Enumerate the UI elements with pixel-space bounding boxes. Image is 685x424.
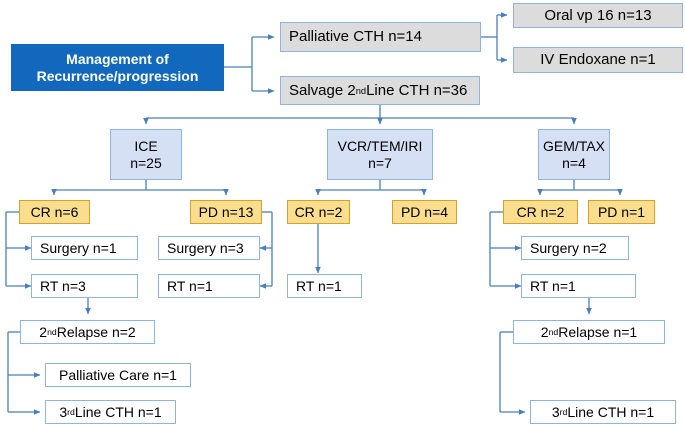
gem-cr-rt-node: RT n=1 <box>521 274 636 298</box>
iv-endoxane-node: IV Endoxane n=1 <box>513 47 683 73</box>
protocol-ice-count: n=25 <box>130 154 162 171</box>
protocol-gem-name: GEM/TAX <box>543 138 605 155</box>
second-relapse-left-prefix: 2 <box>39 323 48 340</box>
second-relapse-right-suffix: Relapse n=1 <box>558 323 638 340</box>
palliative-cth-node: Palliative CTH n=14 <box>280 22 481 52</box>
ice-cr-node: CR n=6 <box>19 200 90 224</box>
root-node-line2: Recurrence/progression <box>36 67 199 84</box>
salvage-label-prefix: Salvage 2 <box>289 81 356 99</box>
second-relapse-left-suffix: Relapse n=2 <box>56 323 136 340</box>
protocol-vcr-count: n=7 <box>368 154 392 171</box>
oral-vp16-node: Oral vp 16 n=13 <box>513 3 683 28</box>
protocol-gem-tax-node: GEM/TAX n=4 <box>538 129 610 180</box>
gem-cr-surgery-node: Surgery n=2 <box>521 236 629 260</box>
ice-cr-rt-node: RT n=3 <box>31 274 138 298</box>
protocol-vcr-name: VCR/TEM/IRI <box>337 138 423 155</box>
second-relapse-right-prefix: 2 <box>540 323 549 340</box>
protocol-gem-count: n=4 <box>562 154 586 171</box>
vcr-cr-rt-node: RT n=1 <box>287 274 362 298</box>
ice-pd-surgery-node: Surgery n=3 <box>158 236 260 260</box>
third-line-right-suffix: Line CTH n=1 <box>567 403 655 420</box>
palliative-care-left-node: Palliative Care n=1 <box>45 363 191 387</box>
third-line-right-prefix: 3 <box>551 403 560 420</box>
protocol-vcr-tem-iri-node: VCR/TEM/IRI n=7 <box>327 129 433 180</box>
protocol-ice-name: ICE <box>134 138 158 155</box>
vcr-pd-node: PD n=4 <box>392 200 457 224</box>
vcr-cr-node: CR n=2 <box>287 200 350 224</box>
third-line-left-suffix: Line CTH n=1 <box>74 403 162 420</box>
root-node-line1: Management of <box>66 51 169 68</box>
gem-cr-node: CR n=2 <box>503 200 578 224</box>
ice-pd-rt-node: RT n=1 <box>158 274 260 298</box>
ice-cr-surgery-node: Surgery n=1 <box>31 236 138 260</box>
protocol-ice-node: ICE n=25 <box>110 129 182 180</box>
gem-pd-node: PD n=1 <box>588 200 655 224</box>
ice-pd-node: PD n=13 <box>190 200 262 224</box>
root-node: Management of Recurrence/progression <box>11 44 224 91</box>
salvage-label-suffix: Line CTH n=36 <box>366 81 468 99</box>
third-line-left-prefix: 3 <box>59 403 68 420</box>
